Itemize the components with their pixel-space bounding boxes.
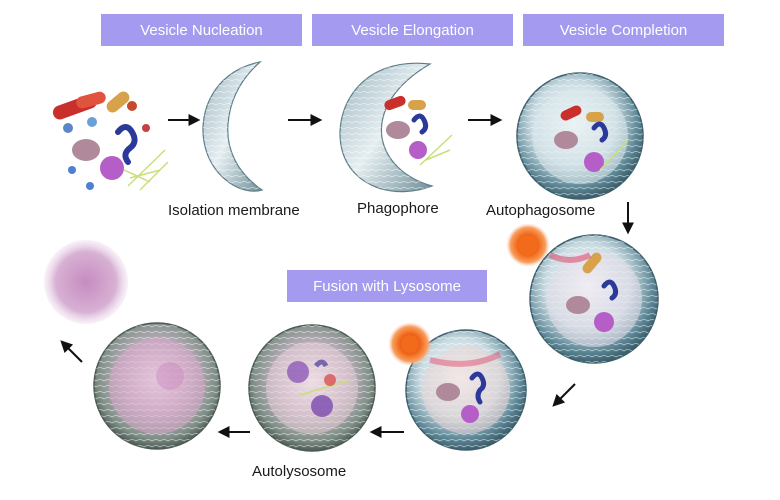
stage-label-vesicle-elongation: Vesicle Elongation: [312, 14, 513, 46]
arrow-to-fusion: [552, 383, 576, 407]
cargo-cluster: [52, 91, 169, 191]
phagophore: [339, 62, 453, 193]
isolation-membrane: [202, 60, 264, 192]
caption-autophagosome: Autophagosome: [486, 202, 596, 219]
fusion-vesicle: [388, 322, 527, 451]
lysosome-approaching: [506, 223, 550, 267]
autophagosome: [516, 72, 644, 200]
degraded-vesicle: [93, 322, 221, 450]
caption-isolation-membrane: Isolation membrane: [168, 202, 300, 219]
caption-autolysosome: Autolysosome: [252, 463, 347, 480]
released-residue: [44, 240, 128, 324]
stage-label-fusion-with-lysosome: Fusion with Lysosome: [287, 270, 487, 302]
stage-label-vesicle-nucleation: Vesicle Nucleation: [101, 14, 302, 46]
stage-label-vesicle-completion: Vesicle Completion: [523, 14, 724, 46]
arrows: [60, 114, 634, 438]
autolysosome: [248, 324, 376, 452]
autophagosome-with-lysosome: [529, 234, 659, 364]
caption-phagophore: Phagophore: [357, 200, 439, 217]
arrow-release: [60, 340, 83, 363]
